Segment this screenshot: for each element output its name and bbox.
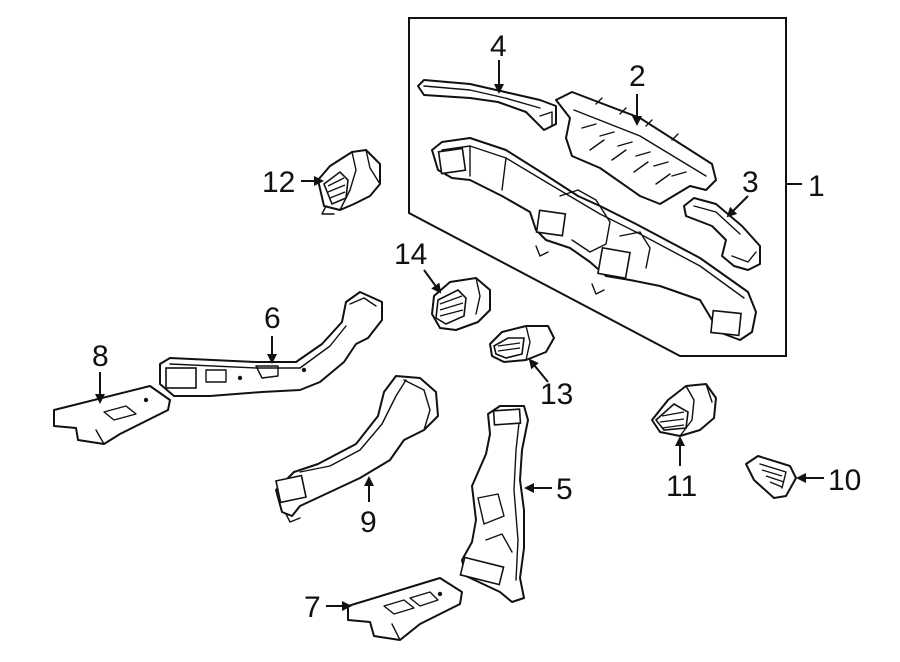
part-3-duct [683,197,761,271]
callout-10: 10 [828,464,861,497]
callout-14: 14 [394,238,427,271]
part-8-floor-plate [53,385,171,445]
part-1-main-duct [431,137,757,341]
part-6-floor-duct [159,291,383,397]
part-12-side-vent [317,149,381,215]
callout-12: 12 [262,166,295,199]
callout-1: 1 [808,170,825,203]
callout-4: 4 [490,30,507,63]
assembly-frame [408,17,787,357]
part-13-center-vent [489,325,555,363]
part-10-grille [745,455,797,499]
callout-6: 6 [264,302,281,335]
callout-5: 5 [556,473,573,506]
leader-14 [423,269,442,294]
part-14-center-vent [431,277,491,331]
callout-2: 2 [629,60,646,93]
part-9-lower-duct [275,375,439,523]
part-5-rear-duct [459,405,529,603]
part-11-side-vent [651,383,717,437]
callout-13: 13 [540,378,573,411]
leader-3 [726,195,749,218]
callout-8: 8 [92,340,109,373]
callout-9: 9 [360,506,377,539]
part-2-defroster [555,91,717,205]
callout-3: 3 [742,166,759,199]
leader-13 [528,358,549,383]
callout-7: 7 [304,591,321,624]
part-7-floor-plate [347,577,463,641]
callout-11: 11 [666,470,697,503]
part-4-duct [417,79,557,131]
